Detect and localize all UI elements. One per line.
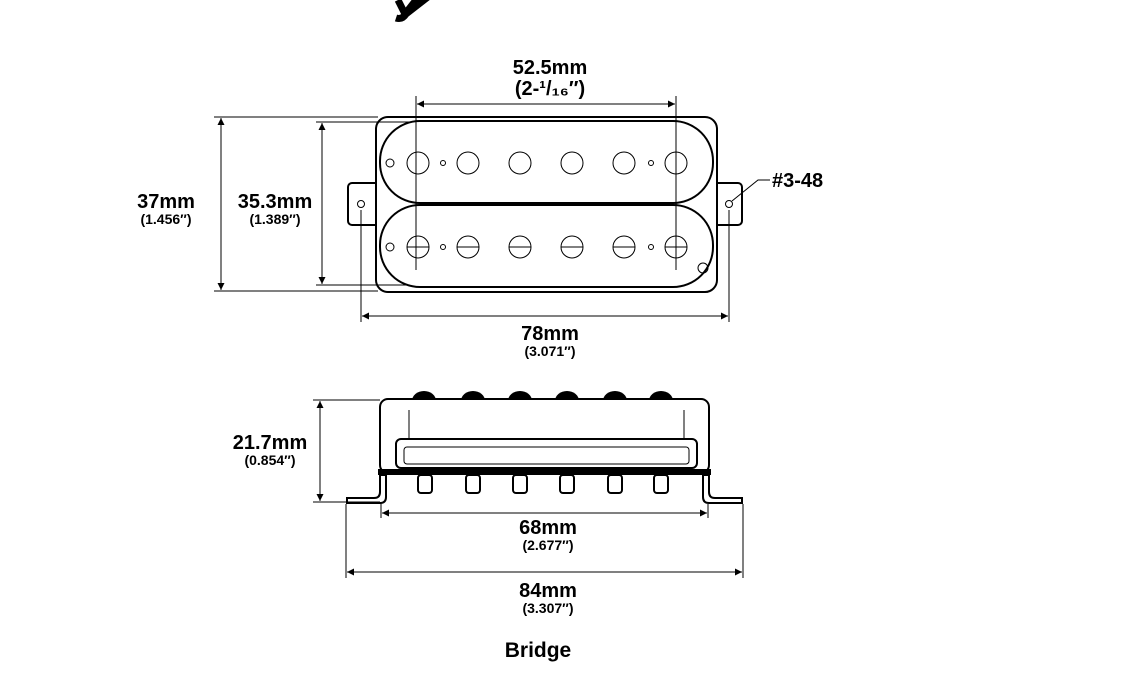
screw-size-label: #3-48: [772, 170, 823, 192]
corner-screw-icon: [385, 158, 395, 168]
inner-height-inch: (1.389″): [249, 211, 300, 227]
right-screw-hole-icon: [725, 200, 733, 208]
bottom-bobbin: [379, 204, 714, 288]
small-rivet: [440, 244, 446, 250]
pole-piece: [612, 151, 636, 175]
title-fragment: [394, 0, 430, 22]
left-mounting-foot: [346, 474, 387, 504]
side-total-width-inch: (3.307″): [522, 600, 573, 616]
top-view: 52.5mm (2-¹/₁₆″) 37mm (1.456″) 35.3mm (1…: [137, 57, 823, 359]
small-rivet: [648, 244, 654, 250]
corner-screw-icon: [697, 262, 709, 274]
total-width-mm: 78mm: [521, 323, 579, 345]
inner-height-mm: 35.3mm: [238, 191, 313, 213]
side-total-width-mm: 84mm: [519, 580, 577, 602]
side-coil-inner: [403, 446, 690, 465]
small-rivet: [648, 160, 654, 166]
pole-legs: [417, 474, 669, 494]
pole-piece: [456, 151, 480, 175]
screw-callout-leader: [731, 179, 770, 202]
pole-piece: [508, 151, 532, 175]
side-height-inch: (0.854″): [244, 452, 295, 468]
position-caption: Bridge: [505, 639, 572, 662]
pole-piece: [406, 151, 430, 175]
left-screw-hole-icon: [357, 200, 365, 208]
corner-screw-icon: [385, 242, 395, 252]
side-coil-layer: [395, 438, 698, 469]
side-height-mm: 21.7mm: [233, 432, 308, 454]
base-width-inch: (2.677″): [522, 537, 573, 553]
total-width-inch: (3.071″): [524, 343, 575, 359]
outer-height-inch: (1.456″): [140, 211, 191, 227]
small-rivet: [440, 160, 446, 166]
base-width-mm: 68mm: [519, 517, 577, 539]
top-bobbin: [379, 120, 714, 204]
pole-spacing-mm: 52.5mm: [513, 57, 588, 79]
outer-height-mm: 37mm: [137, 191, 195, 213]
pole-piece: [560, 151, 584, 175]
right-mounting-foot: [702, 474, 743, 504]
side-view: 21.7mm (0.854″) 68mm (2.677″) 84mm (3.30…: [233, 391, 744, 616]
pole-spacing-inch: (2-¹/₁₆″): [515, 78, 585, 100]
baseplate: [378, 469, 711, 475]
